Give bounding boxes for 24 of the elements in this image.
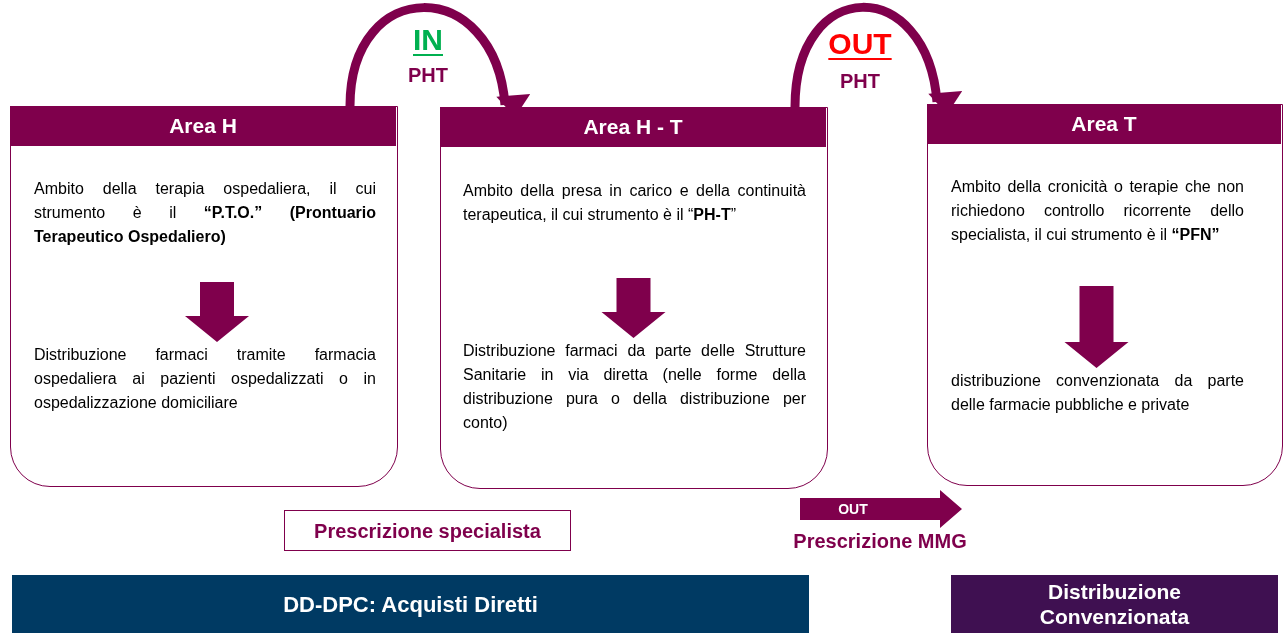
card-header: Area H [10, 106, 396, 146]
pht-label: OUT [827, 26, 893, 62]
prescription-label: Prescrizione MMG [793, 529, 967, 554]
description-text: Ambito della cronicità o terapie che non richiedono controllo ricorrente dello specialista, il cui strumento è il “PFN” [951, 177, 1244, 245]
area-card [10, 106, 398, 487]
pht-label: PHT [839, 69, 881, 94]
description-text: Ambito della terapia ospedaliera, il cui strumento è il “P.T.O.” (Prontuario Terapeutico Ospedaliero) [34, 179, 376, 247]
distribution-bar: DD-DPC: Acquisti Diretti [12, 575, 809, 633]
down-arrow [1064, 286, 1129, 368]
prescription-box: Prescrizione specialista [284, 510, 571, 551]
description-text: distribuzione convenzionata da parte delle farmacie pubbliche e private [951, 371, 1244, 415]
description-text: Distribuzione farmaci da parte delle Strutture Sanitarie in via diretta (nelle forme della distribuzione pura o della distribuzione per conto) [463, 341, 806, 433]
card-header: Area H - T [440, 107, 826, 147]
distribution-bar: Distribuzione Convenzionata [951, 575, 1278, 633]
area-card [927, 104, 1283, 486]
pht-label: IN [412, 22, 444, 58]
description-text: Distribuzione farmaci tramite farmacia ospedaliera ai pazienti ospedalizzati o in ospedalizzazione domiciliare [34, 345, 376, 413]
area-card [440, 107, 828, 489]
down-arrow [185, 282, 249, 342]
description-text: Ambito della presa in carico e della continuità terapeutica, il cui strumento è il “PH-T” [463, 181, 806, 225]
pht-label: PHT [407, 63, 449, 88]
card-header: Area T [927, 104, 1281, 144]
block-arrow: OUT [800, 490, 962, 528]
down-arrow [601, 278, 666, 338]
